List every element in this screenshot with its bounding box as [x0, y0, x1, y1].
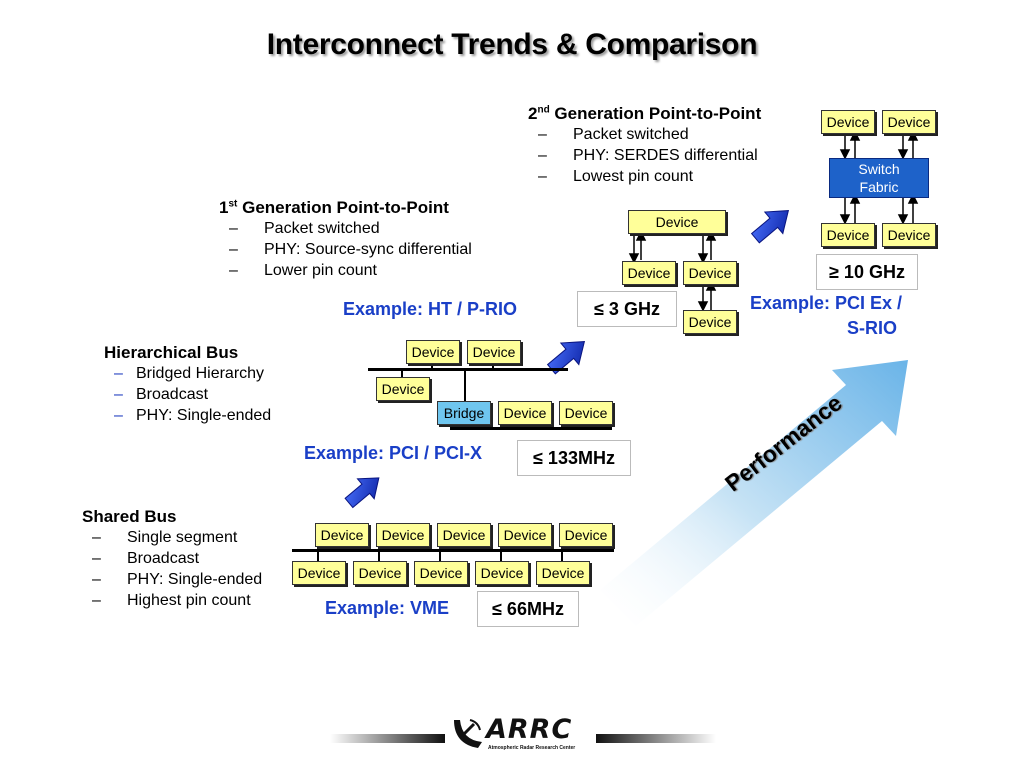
example-pci: Example: PCI / PCI-X	[304, 443, 483, 463]
device-box: Device	[498, 523, 552, 547]
device-box: Device	[467, 340, 521, 364]
gen2-bullet: –Packet switched	[538, 126, 689, 143]
hier-block: Hierarchical Bus –Bridged Hierarchy –Bro…	[104, 343, 271, 426]
bridge-box: Bridge	[437, 401, 491, 425]
device-box: Device	[683, 261, 737, 285]
gen2-bullet: –PHY: SERDES differential	[538, 147, 758, 164]
shared-bullet: –Single segment	[92, 529, 238, 546]
shared-block: Shared Bus –Single segment –Broadcast –P…	[82, 507, 262, 611]
gen2-bullet: –Lowest pin count	[538, 168, 694, 185]
hier-bullet: –PHY: Single-ended	[114, 407, 272, 424]
switch-label: Switch	[858, 161, 900, 177]
gen2-heading: 2nd Generation Point-to-Point	[528, 104, 762, 123]
device-box: Device	[376, 523, 430, 547]
device-box: Device	[376, 377, 430, 401]
radar-dish-icon	[454, 719, 482, 748]
freq-box-vme: ≤ 66MHz	[477, 591, 579, 627]
example-ht: Example: HT / P-RIO	[343, 299, 518, 319]
shared-bullet: –PHY: Single-ended	[92, 571, 263, 588]
gen1-bullet: –Lower pin count	[229, 262, 377, 279]
gen2-block: 2nd Generation Point-to-Point –Packet sw…	[528, 104, 761, 187]
example-vme: Example: VME	[325, 598, 450, 618]
device-box: Device	[353, 561, 407, 585]
example-pcie: Example: PCI Ex /	[750, 293, 903, 313]
gen1-bullet: –Packet switched	[229, 220, 380, 237]
gen1-bullet: –PHY: Source-sync differential	[229, 241, 472, 258]
device-box: Device	[536, 561, 590, 585]
freq-box-ht: ≤ 3 GHz	[577, 291, 677, 327]
shared-bullet: –Highest pin count	[92, 592, 251, 609]
device-box: Device	[315, 523, 369, 547]
device-box: Device	[498, 401, 552, 425]
device-box: Device	[559, 523, 613, 547]
step-arrow-3	[750, 210, 790, 244]
shared-bullet: –Broadcast	[92, 550, 200, 567]
device-box: Device	[683, 310, 737, 334]
freq-box-pcie: ≥ 10 GHz	[816, 254, 918, 290]
hier-heading: Hierarchical Bus	[104, 343, 239, 362]
device-box: Device	[882, 110, 936, 134]
gen1-block: 1st Generation Point-to-Point –Packet sw…	[219, 198, 472, 281]
logo-subtext: Atmospheric Radar Research Center	[488, 745, 576, 751]
device-box: Device	[628, 210, 726, 234]
arrc-logo: ARRC Atmospheric Radar Research Center	[448, 714, 596, 756]
device-box: Device	[882, 223, 936, 247]
performance-arrow	[600, 360, 908, 626]
device-box: Device	[406, 340, 460, 364]
device-box: Device	[821, 223, 875, 247]
gen1-heading: 1st Generation Point-to-Point	[219, 198, 449, 217]
device-box: Device	[622, 261, 676, 285]
shared-heading: Shared Bus	[82, 507, 177, 526]
example-pcie-2: S-RIO	[847, 318, 898, 338]
device-box: Device	[559, 401, 613, 425]
switch-fabric-box: Switch Fabric	[829, 158, 929, 198]
hier-bullet: –Broadcast	[114, 386, 209, 403]
slide-title: Interconnect Trends & Comparison	[266, 28, 758, 61]
switch-label: Fabric	[859, 179, 899, 195]
device-box: Device	[821, 110, 875, 134]
step-arrow-1	[344, 477, 380, 509]
logo-text: ARRC	[486, 714, 573, 745]
freq-box-pci: ≤ 133MHz	[517, 440, 631, 476]
hier-bullet: –Bridged Hierarchy	[114, 365, 265, 382]
step-arrow-2	[546, 341, 586, 375]
device-box: Device	[475, 561, 529, 585]
device-box: Device	[292, 561, 346, 585]
device-box: Device	[414, 561, 468, 585]
device-box: Device	[437, 523, 491, 547]
